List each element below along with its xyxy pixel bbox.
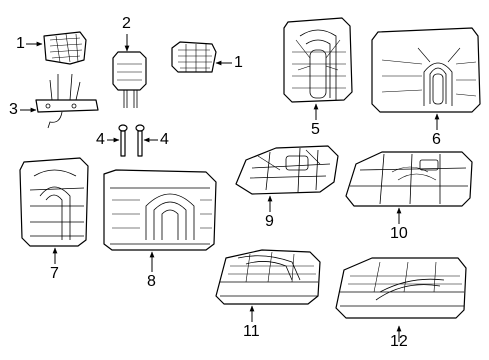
callout-9: 9 [265,213,274,230]
callout-1-left: 1 [16,35,25,52]
part-12-seat-cushion [335,257,467,319]
part-6-seatback-frame [371,27,481,113]
part-4-guides [118,124,145,157]
callout-12: 12 [390,333,408,350]
part-8-seatback-cover [103,169,217,251]
callout-3: 3 [9,101,18,118]
callout-7: 7 [50,265,59,282]
part-5-seatback-frame [283,17,353,103]
callout-10: 10 [390,225,408,242]
part-1-right-trim [171,41,217,73]
part-10-cushion-frame [345,151,473,207]
part-11-seat-cushion [215,249,321,305]
part-2-headrest [112,51,147,108]
part-1-left-trim [43,31,87,65]
callout-6: 6 [432,131,441,148]
part-9-cushion-frame [235,145,339,195]
callout-2: 2 [122,15,131,32]
callout-4-left: 4 [96,131,105,148]
callout-11: 11 [243,323,260,340]
callout-8: 8 [147,273,156,290]
callout-5: 5 [311,121,320,138]
part-7-seatback-cover [19,157,89,247]
callout-1-right: 1 [234,54,243,71]
callout-4-right: 4 [160,131,169,148]
part-3-bracket [35,73,99,129]
